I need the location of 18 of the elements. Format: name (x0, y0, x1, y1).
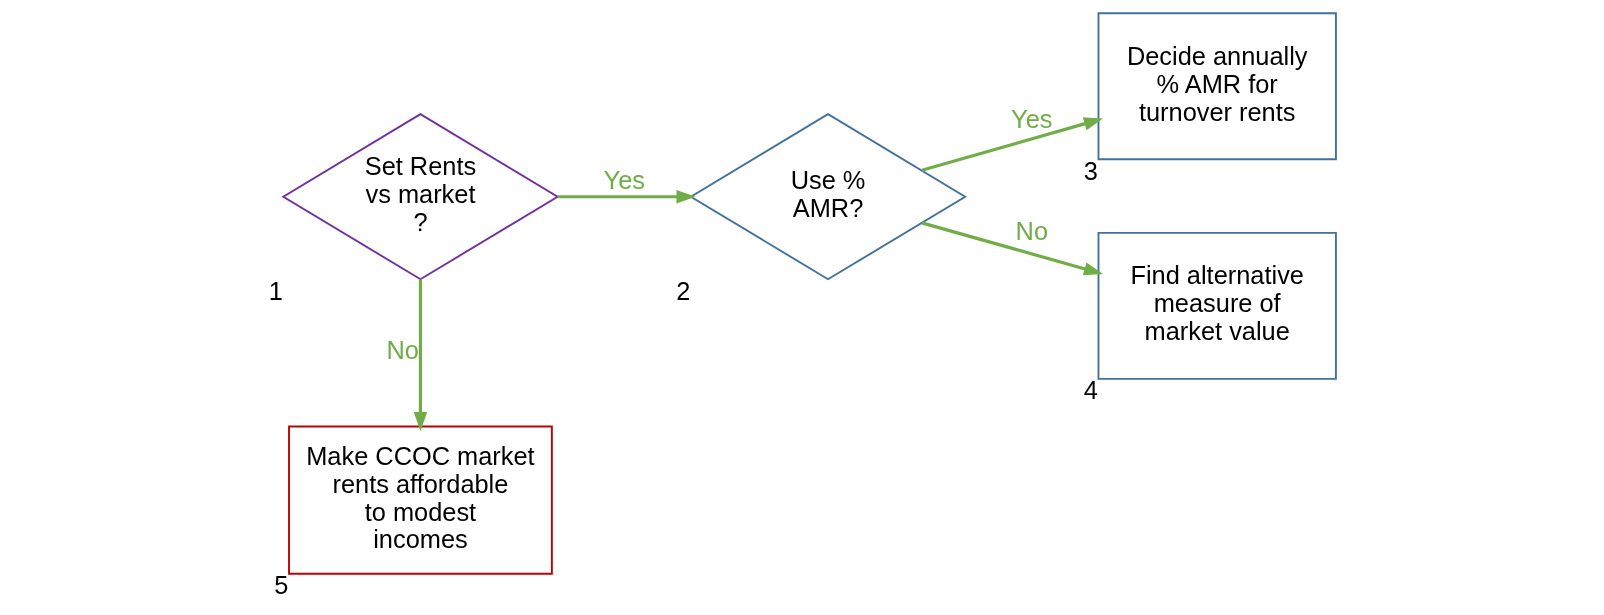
edge-label: Yes (1011, 105, 1053, 134)
node-box: Make CCOC market rents affordable to modest incomes (288, 425, 553, 575)
node-label: 1 (268, 276, 283, 305)
node-box: Decide annually % AMR for turnover rents (1097, 12, 1337, 161)
node-label: 4 (1083, 376, 1098, 405)
node-box: Find alternative measure of market value (1097, 231, 1337, 380)
arrow (921, 221, 1104, 276)
edge-label: No (386, 336, 419, 365)
node-label: 5 (274, 571, 289, 600)
arrow (557, 190, 696, 204)
arrow (413, 279, 428, 432)
node-diamond: Set Rents vs market ? (281, 113, 560, 281)
edge-label: Yes (603, 166, 645, 195)
edge-label: No (1015, 216, 1049, 245)
node-diamond: Use % AMR? (689, 113, 967, 281)
node-label: 3 (1083, 156, 1098, 185)
arrow (921, 117, 1104, 172)
node-label: 2 (676, 276, 691, 305)
